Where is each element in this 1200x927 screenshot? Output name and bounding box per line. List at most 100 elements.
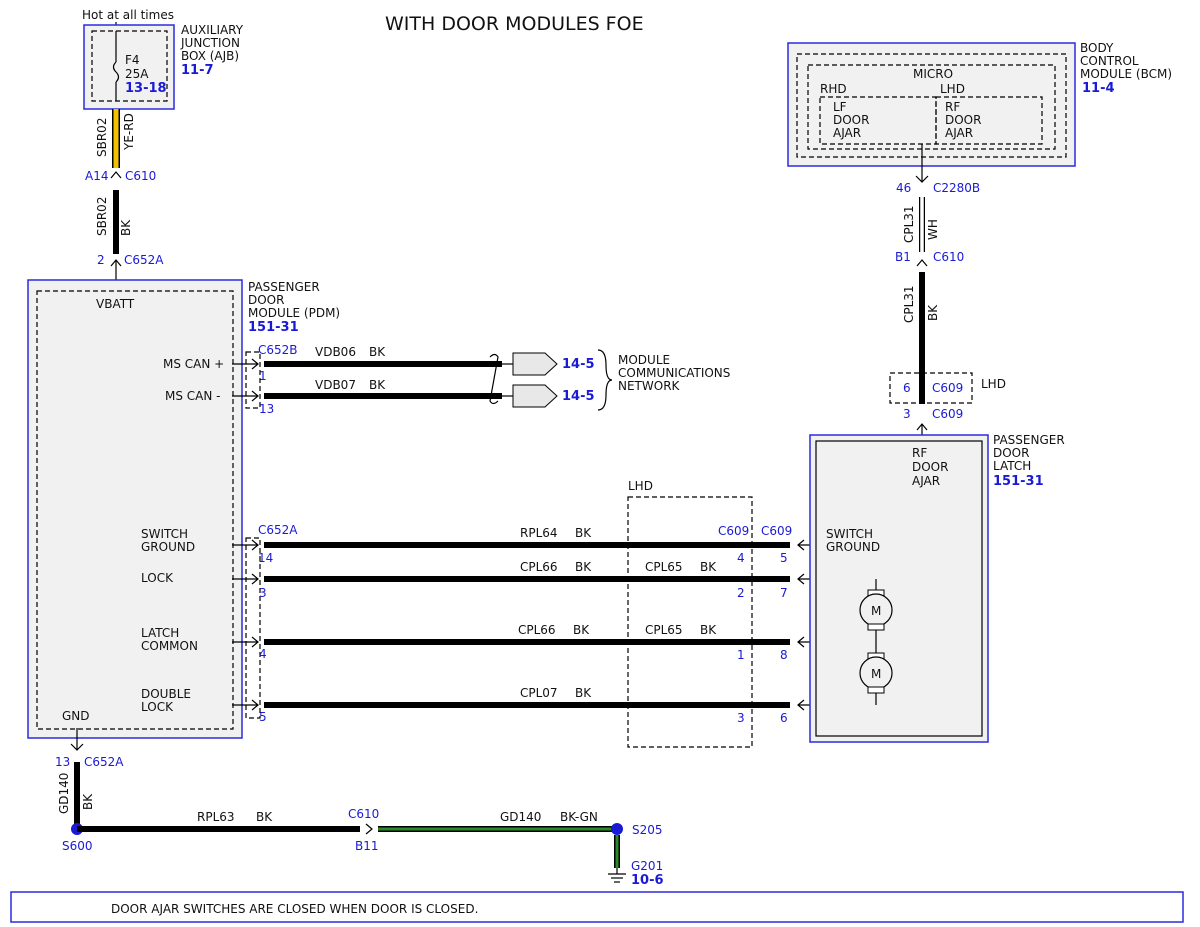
- vdb06-color: BK: [369, 345, 386, 359]
- pdm-name-1: PASSENGER: [248, 280, 320, 294]
- latch-name-1: PASSENGER: [993, 433, 1065, 447]
- vdb07-circuit: VDB07: [315, 378, 356, 392]
- latch-name-2: DOOR: [993, 446, 1029, 460]
- latch-pin7: 7: [780, 586, 788, 600]
- gd140-h-color: BK-GN: [560, 810, 598, 824]
- c609-pin2: 2: [737, 586, 745, 600]
- bcm-micro: MICRO: [913, 67, 953, 81]
- conn-p3: 3: [903, 407, 911, 421]
- network-ref-1[interactable]: 14-5: [562, 357, 595, 372]
- conn-c610-bot: C610: [348, 807, 379, 821]
- pdm-name-3: MODULE (PDM): [248, 306, 340, 320]
- bcm-ref[interactable]: 11-4: [1082, 81, 1115, 96]
- latch-rf-3: AJAR: [912, 474, 940, 488]
- pdm-vbatt: VBATT: [96, 297, 135, 311]
- conn-a14: A14: [85, 169, 108, 183]
- sbr02-top-circuit: SBR02: [95, 118, 109, 157]
- pdm-lock: LOCK: [141, 571, 174, 585]
- g201-ref[interactable]: 10-6: [631, 873, 664, 888]
- motor-1-label: M: [871, 604, 881, 618]
- cpl65b-color: BK: [700, 623, 717, 637]
- bcm-right-2: DOOR: [945, 113, 981, 127]
- conn-c609-right: C609: [761, 524, 792, 538]
- latch-rf-2: DOOR: [912, 460, 948, 474]
- fuse-rating: 25A: [125, 67, 149, 81]
- rpl63-color: BK: [256, 810, 273, 824]
- conn-g201: G201: [631, 859, 663, 873]
- pdm-box: [27, 279, 243, 739]
- sbr02-bot-circuit: SBR02: [95, 197, 109, 236]
- lhd-box: [627, 496, 753, 748]
- ajb-box: [83, 24, 175, 110]
- diagram-title: WITH DOOR MODULES FOE: [385, 13, 644, 35]
- ajb-ref[interactable]: 11-7: [181, 63, 214, 78]
- bcm-name-1: BODY: [1080, 41, 1114, 55]
- gd140-v-circuit: GD140: [57, 773, 71, 814]
- rpl64-circuit: RPL64: [520, 526, 558, 540]
- cpl66a-color: BK: [575, 560, 592, 574]
- vdb07-color: BK: [369, 378, 386, 392]
- cpl65a-color: BK: [700, 560, 717, 574]
- latch-switch-ground-2: GROUND: [826, 540, 880, 554]
- lhd-box-label: LHD: [628, 479, 653, 493]
- conn-s205: S205: [632, 823, 663, 837]
- cpl65a-circuit: CPL65: [645, 560, 683, 574]
- conn-pin14: 14: [258, 551, 273, 565]
- conn-p13: 13: [55, 755, 70, 769]
- network-ref-2[interactable]: 14-5: [562, 389, 595, 404]
- conn-c609-lhd: C609: [932, 381, 963, 395]
- network-name-2: COMMUNICATIONS: [618, 366, 730, 380]
- pdm-ms-can-plus: MS CAN +: [163, 357, 224, 371]
- pdm-switch-ground-2: GROUND: [141, 540, 195, 554]
- fuse-symbol: [112, 61, 120, 83]
- sbr02-top-color: YE-RD: [122, 113, 136, 151]
- cpl66b-color: BK: [573, 623, 590, 637]
- pdm-switch-ground-1: SWITCH: [141, 527, 188, 541]
- note-box: [10, 891, 1184, 923]
- ajb-hot-label: Hot at all times: [82, 8, 174, 22]
- ajb-name-1: AUXILIARY: [181, 23, 244, 37]
- conn-c609-bot: C609: [932, 407, 963, 421]
- bcm-right-1: RF: [945, 100, 960, 114]
- pdm-latch-common-1: LATCH: [141, 626, 179, 640]
- pdm-double-lock-2: LOCK: [141, 700, 174, 714]
- cpl31-top-color: WH: [926, 219, 940, 240]
- latch-rf-1: RF: [912, 446, 927, 460]
- sbr02-bot-color: BK: [119, 219, 133, 236]
- network-arrow-2: [512, 384, 558, 408]
- gd140-h-circuit: GD140: [500, 810, 541, 824]
- network-arrow-1: [512, 352, 558, 376]
- pdm-gnd: GND: [62, 709, 90, 723]
- latch-box: [809, 434, 989, 743]
- conn-p6: 6: [903, 381, 911, 395]
- conn-pin13: 13: [259, 402, 274, 416]
- cpl31-top-circuit: CPL31: [902, 205, 916, 243]
- bcm-right-3: AJAR: [945, 126, 973, 140]
- bcm-lhd: LHD: [940, 82, 965, 96]
- conn-pin5: 5: [259, 710, 267, 724]
- c609-pin1: 1: [737, 648, 745, 662]
- conn-pin4: 4: [259, 647, 267, 661]
- gd140-v-color: BK: [81, 793, 95, 810]
- bcm-name-3: MODULE (BCM): [1080, 67, 1172, 81]
- pdm-ref[interactable]: 151-31: [248, 320, 299, 335]
- latch-name-3: LATCH: [993, 459, 1031, 473]
- fuse-ref[interactable]: 13-18: [125, 81, 167, 96]
- cpl07-circuit: CPL07: [520, 686, 558, 700]
- motor-2-label: M: [871, 667, 881, 681]
- cpl31-bot-circuit: CPL31: [902, 285, 916, 323]
- latch-ref[interactable]: 151-31: [993, 474, 1044, 489]
- latch-pin6: 6: [780, 711, 788, 725]
- rpl64-color: BK: [575, 526, 592, 540]
- bcm-name-2: CONTROL: [1080, 54, 1139, 68]
- cpl66b-circuit: CPL66: [518, 623, 556, 637]
- network-name-1: MODULE: [618, 353, 670, 367]
- ajb-name-3: BOX (AJB): [181, 49, 239, 63]
- pdm-name-2: DOOR: [248, 293, 284, 307]
- splice-s205: [611, 823, 623, 835]
- network-name-3: NETWORK: [618, 379, 681, 393]
- conn-lhd-label: LHD: [981, 377, 1006, 391]
- conn-pin2: 2: [97, 253, 105, 267]
- conn-46: 46: [896, 181, 911, 195]
